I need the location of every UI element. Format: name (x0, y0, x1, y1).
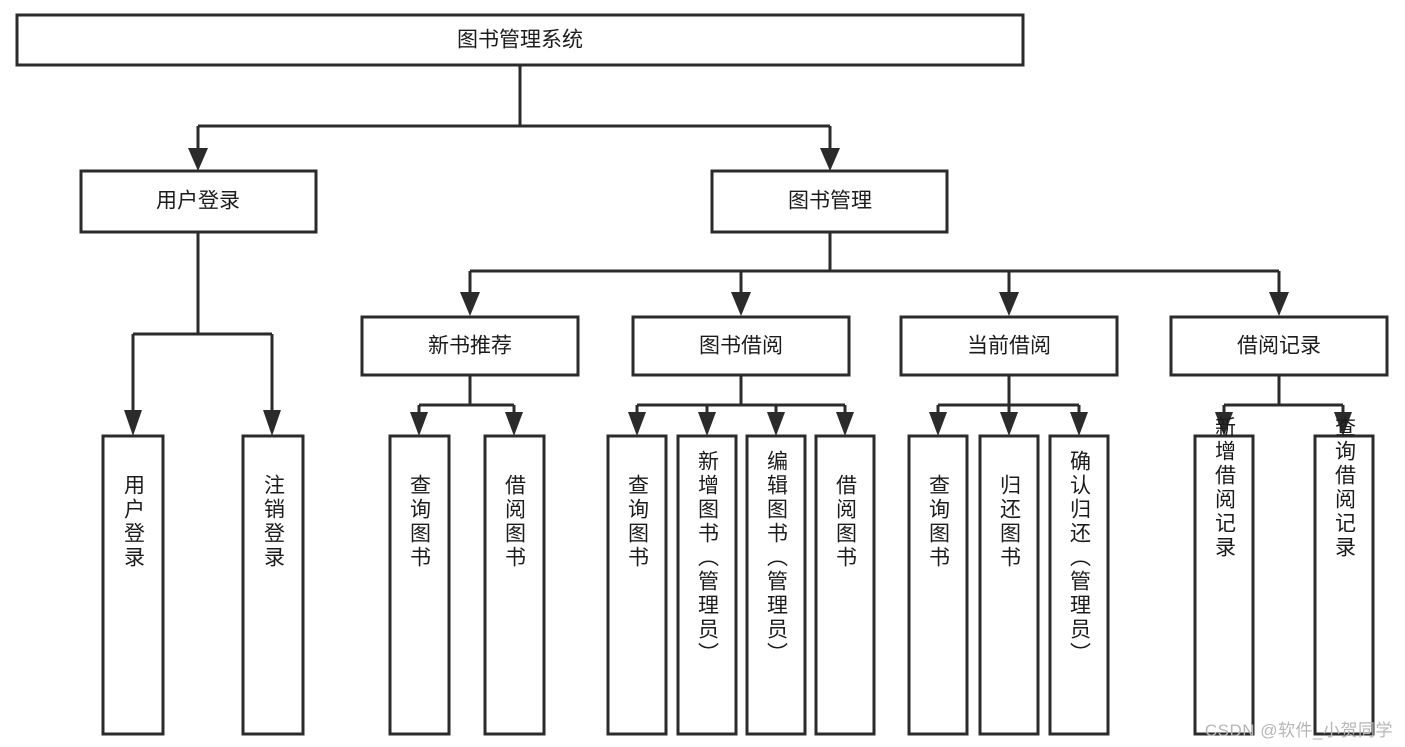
node-root[interactable]: 图书管理系统 (15, 13, 1025, 67)
leaf-borrow-record-0-label: 新增借阅记录 (1213, 416, 1237, 560)
leaf-user-login-1[interactable]: 注销登录 (241, 434, 305, 736)
node-new-book-recommend[interactable]: 新书推荐 (360, 315, 580, 377)
leaf-book-borrow-0-label: 查询图书 (626, 474, 650, 570)
arrow-head-level2-2 (820, 148, 840, 171)
arrow-head-record-1 (1215, 412, 1233, 436)
arrow-head-level3-1 (460, 292, 480, 316)
node-current-borrow-label: 当前借阅 (967, 335, 1051, 358)
arrow-head-current-3 (1070, 412, 1088, 436)
arrow-head-record-2 (1334, 412, 1352, 436)
leaf-book-borrow-1[interactable]: 新增图书（管理员） (676, 434, 738, 736)
node-user-login-label: 用户登录 (156, 190, 240, 213)
leaf-current-borrow-1-label: 归还图书 (998, 474, 1022, 570)
arrow-head-userlogin-2 (263, 410, 281, 436)
node-borrow-record[interactable]: 借阅记录 (1169, 315, 1389, 377)
node-borrow-record-label: 借阅记录 (1237, 335, 1321, 358)
node-root-label: 图书管理系统 (457, 29, 583, 52)
leaf-user-login-0-label: 用户登录 (122, 474, 146, 570)
leaf-book-borrow-1-label: 新增图书（管理员） (696, 450, 720, 666)
leaf-current-borrow-0-label: 查询图书 (927, 474, 951, 570)
leaf-book-borrow-2[interactable]: 编辑图书（管理员） (745, 434, 807, 736)
leaf-current-borrow-1[interactable]: 归还图书 (978, 434, 1040, 736)
node-book-management-label: 图书管理 (788, 190, 872, 213)
connector-layer (124, 65, 1352, 436)
leaf-new-book-recommend-1[interactable]: 借阅图书 (483, 434, 546, 736)
leaf-new-book-recommend-1-label: 借阅图书 (503, 474, 527, 570)
arrow-head-level3-3 (999, 292, 1019, 316)
arrow-head-newbook-1 (410, 412, 428, 436)
leaf-new-book-recommend-0-label: 查询图书 (408, 474, 432, 570)
leaf-user-login-1-label: 注销登录 (262, 474, 286, 570)
node-current-borrow[interactable]: 当前借阅 (899, 315, 1119, 377)
arrow-head-borrow-3 (767, 412, 785, 436)
leaf-borrow-record-1-label: 查询借阅记录 (1333, 416, 1357, 560)
arrow-head-borrow-4 (836, 412, 854, 436)
leaf-book-borrow-2-label: 编辑图书（管理员） (765, 450, 789, 666)
leaf-book-borrow-3-label: 借阅图书 (834, 474, 858, 570)
arrow-head-level2-1 (188, 148, 208, 171)
leaf-user-login-0[interactable]: 用户登录 (101, 434, 165, 736)
node-user-login[interactable]: 用户登录 (79, 169, 318, 234)
leaf-new-book-recommend-0[interactable]: 查询图书 (388, 434, 451, 736)
leaf-book-borrow-0[interactable]: 查询图书 (606, 434, 668, 736)
arrow-head-current-2 (1000, 412, 1018, 436)
leaf-current-borrow-2-label: 确认归还（管理员） (1068, 450, 1092, 666)
node-book-borrow-label: 图书借阅 (699, 335, 783, 358)
arrow-head-userlogin-1 (124, 410, 142, 436)
node-book-management[interactable]: 图书管理 (710, 169, 949, 234)
leaf-borrow-record-0[interactable]: 新增借阅记录 (1193, 416, 1255, 736)
arrow-head-level3-4 (1269, 292, 1289, 316)
leaf-current-borrow-2[interactable]: 确认归还（管理员） (1048, 434, 1110, 736)
arrow-head-level3-2 (731, 292, 751, 316)
node-new-book-recommend-label: 新书推荐 (428, 335, 512, 358)
arrow-head-newbook-2 (505, 412, 523, 436)
leaf-current-borrow-0[interactable]: 查询图书 (907, 434, 969, 736)
leaf-borrow-record-1[interactable]: 查询借阅记录 (1313, 416, 1375, 736)
leaf-book-borrow-3[interactable]: 借阅图书 (814, 434, 876, 736)
node-book-borrow[interactable]: 图书借阅 (631, 315, 851, 377)
arrow-head-borrow-2 (698, 412, 716, 436)
arrow-head-current-1 (929, 412, 947, 436)
arrow-head-borrow-1 (628, 412, 646, 436)
